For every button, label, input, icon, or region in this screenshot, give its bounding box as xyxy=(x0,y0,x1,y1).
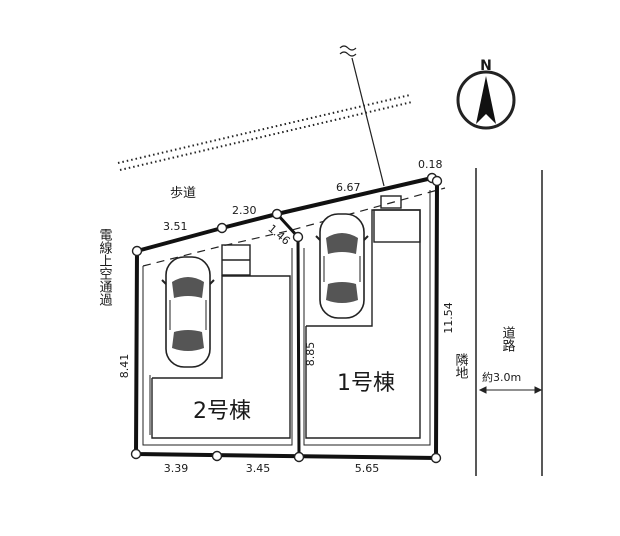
building-1-footprint xyxy=(305,195,421,439)
sidewalk-band xyxy=(117,94,413,171)
building-1-label: 1号棟 xyxy=(337,371,395,396)
dim-corner: 0.18 xyxy=(418,158,443,171)
dim-bottom-1: 3.39 xyxy=(164,462,189,475)
road xyxy=(475,168,543,476)
car-icon xyxy=(315,213,369,319)
road-width-arrow xyxy=(478,386,543,394)
road-label: 道路 xyxy=(500,326,516,352)
dim-left-side: 8.41 xyxy=(118,354,131,379)
overhead-wire-label: 電線上空通過 xyxy=(97,228,113,307)
road-offset-dashed xyxy=(142,187,446,267)
dim-right-side: 11.54 xyxy=(442,302,455,334)
dim-top-mid: 2.30 xyxy=(232,204,257,217)
north-label: N xyxy=(480,58,492,74)
car-icon xyxy=(161,256,215,368)
neighbor-land-label: 隣地 xyxy=(453,352,469,379)
dim-divider: 8.85 xyxy=(304,342,317,367)
compass: N xyxy=(456,58,516,130)
north-arrow-icon xyxy=(476,76,496,124)
lot-divider xyxy=(275,212,301,458)
reference-line xyxy=(339,45,385,187)
setback-lines xyxy=(142,190,431,446)
sidewalk-label: 歩道 xyxy=(170,186,196,201)
dim-bottom-2: 3.45 xyxy=(246,462,271,475)
compass-circle xyxy=(456,70,516,130)
boundary-markers xyxy=(130,172,443,464)
road-width-label: 約3.0m xyxy=(482,370,521,384)
dim-bottom-3: 5.65 xyxy=(355,462,380,475)
building-2-footprint xyxy=(151,244,291,439)
building-2-label: 2号棟 xyxy=(193,399,251,424)
dim-top-left: 3.51 xyxy=(163,220,188,233)
property-boundary xyxy=(134,176,439,460)
dim-top-right: 6.67 xyxy=(336,181,361,194)
